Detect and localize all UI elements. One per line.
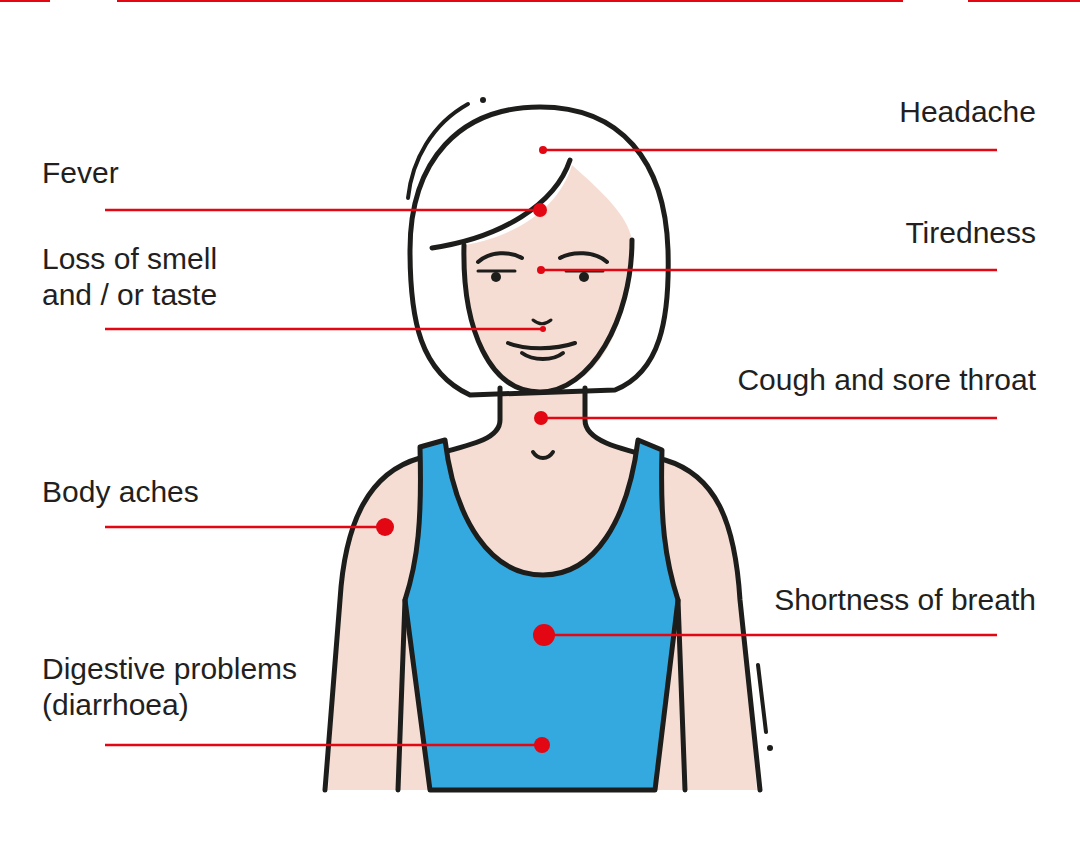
symptom-label: Headache	[899, 94, 1036, 130]
symptom-label: Shortness of breath	[774, 582, 1036, 618]
symptom-label: Cough and sore throat	[737, 362, 1036, 398]
top-rule	[0, 0, 1080, 2]
woman-figure	[325, 97, 773, 790]
symptom-label: Tiredness	[905, 215, 1036, 251]
symptom-label: Loss of smell and / or taste	[42, 241, 257, 313]
symptom-label: Digestive problems (diarrhoea)	[42, 651, 332, 723]
symptom-label: Fever	[42, 155, 119, 191]
symptom-label: Body aches	[42, 474, 199, 510]
